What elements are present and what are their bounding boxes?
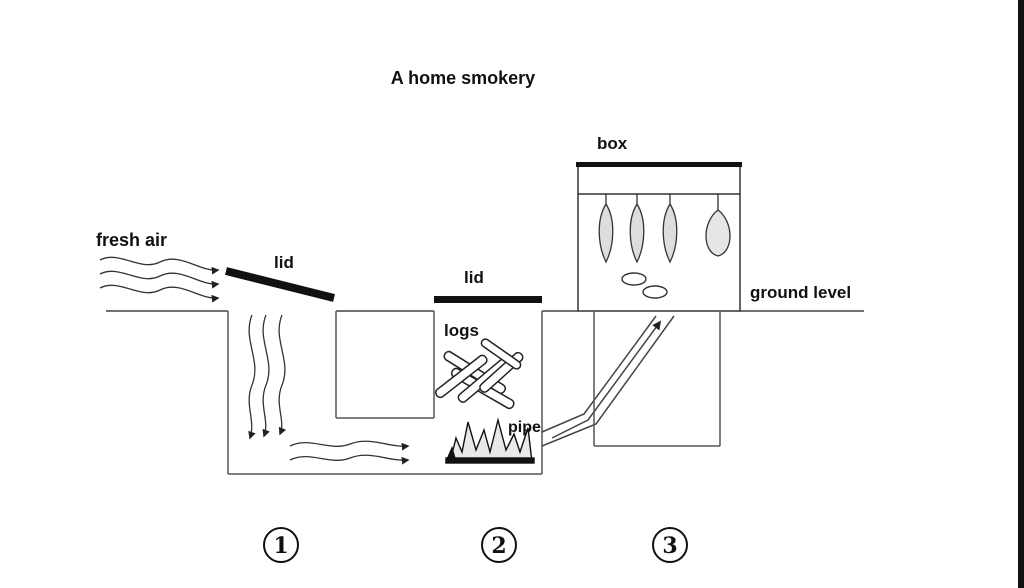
downward-air-arrows	[248, 314, 287, 440]
box-top-bar	[576, 162, 742, 167]
lid-middle-bar	[434, 296, 542, 303]
stage-number-1: 1	[273, 533, 288, 559]
smoke-puffs	[621, 272, 668, 299]
fresh-air-arrows	[99, 256, 220, 303]
label-pipe: pipe	[508, 419, 541, 436]
diagram-title: A home smokery	[391, 68, 535, 88]
stage-number-3: 3	[662, 533, 677, 559]
underground-chamber	[227, 311, 543, 475]
fire-icon	[444, 417, 535, 464]
hanging-meat-icon	[705, 194, 731, 257]
pipe	[541, 315, 675, 447]
stage-marker-2: 2	[481, 527, 517, 563]
label-lid-middle: lid	[464, 268, 484, 287]
label-lid-left: lid	[274, 253, 294, 272]
label-fresh-air: fresh air	[96, 230, 167, 250]
logs-icon	[434, 338, 524, 410]
label-box: box	[597, 134, 628, 153]
lid-left-bar	[225, 267, 335, 302]
bottom-air-arrows	[289, 440, 410, 465]
box-underground	[593, 311, 721, 447]
label-logs: logs	[444, 321, 479, 340]
stage-marker-1: 1	[263, 527, 299, 563]
stage-marker-3: 3	[652, 527, 688, 563]
label-ground-level: ground level	[750, 283, 851, 302]
hanging-fish-icons	[598, 194, 678, 264]
scan-edge-border	[1018, 0, 1024, 588]
stage-number-2: 2	[491, 533, 506, 559]
